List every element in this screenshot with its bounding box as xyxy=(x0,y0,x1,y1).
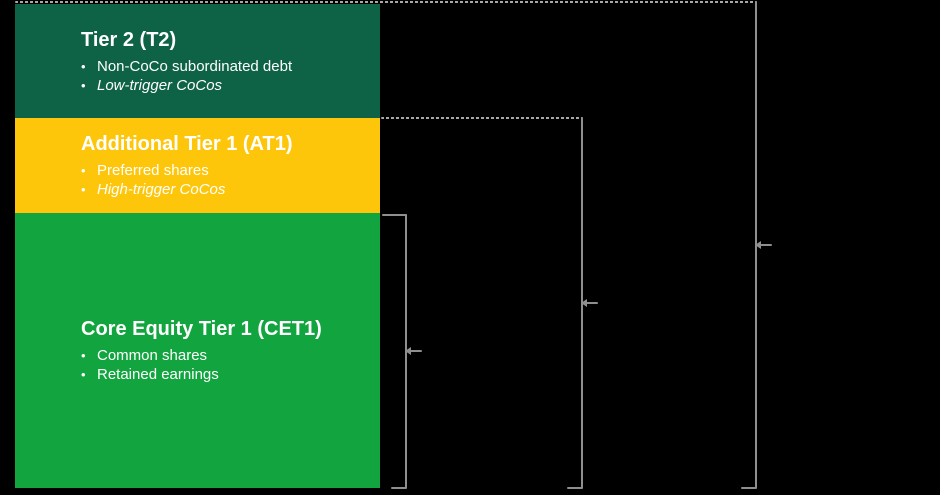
bracket-top-line xyxy=(381,117,583,119)
bullet-text: Non-CoCo subordinated debt xyxy=(97,57,293,75)
bracket-tick-line xyxy=(409,350,422,352)
at1-bullet-2: • High-trigger CoCos xyxy=(81,180,380,199)
cet1-bullet-2: • Retained earnings xyxy=(81,365,380,384)
tier2-bullet-2: • Low-trigger CoCos xyxy=(81,76,380,95)
bracket-tick-line xyxy=(585,302,598,304)
bracket-arrow-icon xyxy=(755,241,761,249)
bracket-tick-line xyxy=(759,244,772,246)
bullet-icon: • xyxy=(81,182,86,197)
tier2-block: Tier 2 (T2) • Non-CoCo subordinated debt… xyxy=(15,4,380,118)
bullet-icon: • xyxy=(81,348,86,363)
bracket-bottom-line xyxy=(391,487,406,489)
at1-bullet-1: • Preferred shares xyxy=(81,161,380,180)
bullet-icon: • xyxy=(81,367,86,382)
at1-title: Additional Tier 1 (AT1) xyxy=(81,133,293,155)
bracket-top-line xyxy=(15,1,757,3)
tier2-bullet-1: • Non-CoCo subordinated debt xyxy=(81,57,380,76)
bracket-bottom-line xyxy=(567,487,582,489)
at1-block: Additional Tier 1 (AT1) • Preferred shar… xyxy=(15,118,380,213)
bullet-text: Preferred shares xyxy=(97,162,209,179)
bullet-text: Common shares xyxy=(97,347,208,364)
bracket-arrow-icon xyxy=(405,347,411,355)
bullet-icon: • xyxy=(81,77,86,93)
tier2-title: Tier 2 (T2) xyxy=(81,28,177,51)
bullet-text: Retained earnings xyxy=(97,366,219,383)
bracket-arrow-icon xyxy=(581,299,587,307)
bracket-top-line xyxy=(382,214,407,216)
bracket-bottom-line xyxy=(741,487,756,489)
cet1-bullet-1: • Common shares xyxy=(81,346,380,365)
cet1-title: Core Equity Tier 1 (CET1) xyxy=(81,318,322,340)
bullet-icon: • xyxy=(81,163,86,178)
cet1-block: Core Equity Tier 1 (CET1) • Common share… xyxy=(15,213,380,488)
bullet-text: High-trigger CoCos xyxy=(97,181,226,198)
bullet-icon: • xyxy=(81,58,86,74)
bullet-text: Low-trigger CoCos xyxy=(97,76,223,94)
